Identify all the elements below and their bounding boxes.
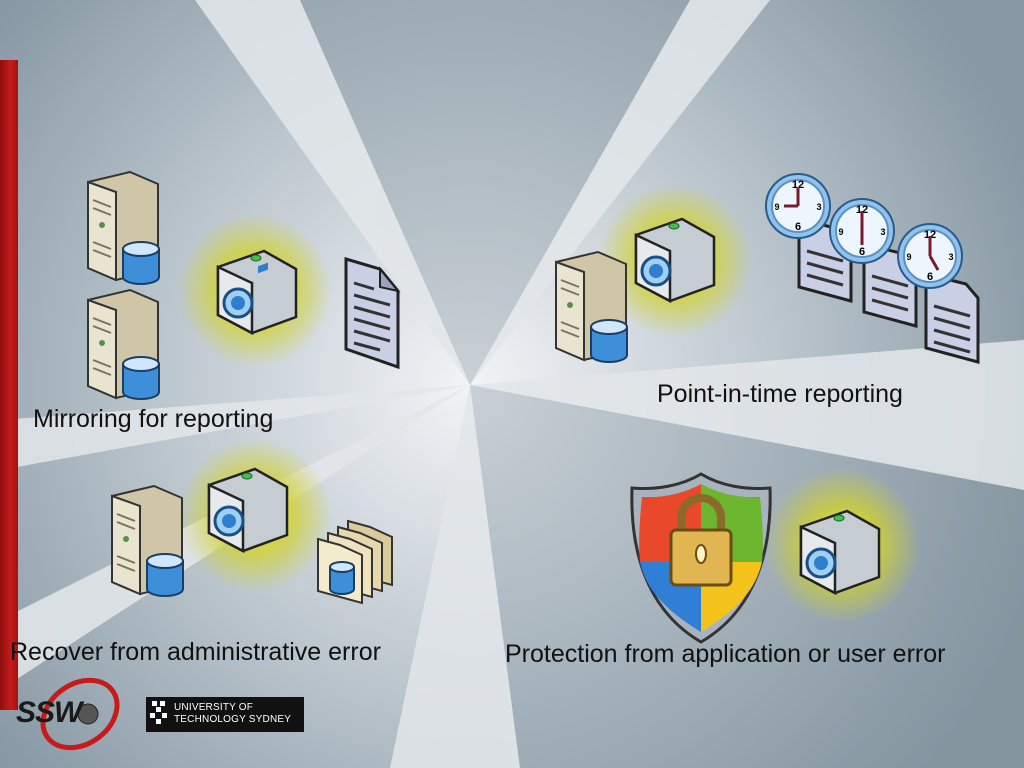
- camera-icon: [216, 249, 298, 336]
- caption-protection: Protection from application or user erro…: [505, 640, 946, 668]
- svg-text:9: 9: [906, 252, 911, 262]
- svg-text:3: 3: [816, 202, 821, 212]
- camera-icon: [207, 467, 289, 554]
- document-icon: [344, 256, 401, 370]
- document-icon: [924, 272, 980, 364]
- svg-text:6: 6: [859, 246, 865, 258]
- ssw-logo-text: SSW: [16, 696, 82, 729]
- caption-point-in-time: Point-in-time reporting: [657, 380, 903, 408]
- svg-text:12: 12: [792, 179, 804, 191]
- camera-icon: [799, 509, 881, 596]
- uts-logo-text: UNIVERSITY OF TECHNOLOGY SYDNEY: [174, 702, 291, 726]
- camera-icon: [634, 217, 716, 304]
- svg-text:6: 6: [927, 271, 933, 283]
- uts-line-1: UNIVERSITY OF: [174, 702, 254, 713]
- ssw-swoosh-icon: [40, 677, 120, 751]
- shield-lock-icon: [630, 472, 772, 644]
- svg-text:9: 9: [774, 202, 779, 212]
- database-icon: [122, 356, 160, 400]
- svg-text:9: 9: [838, 227, 843, 237]
- uts-logo: UNIVERSITY OF TECHNOLOGY SYDNEY: [146, 697, 304, 732]
- ssw-logo: SSW: [10, 672, 125, 752]
- red-accent-bar: [0, 60, 18, 710]
- caption-recover: Recover from administrative error: [10, 638, 381, 666]
- clock-icon: 12 3 6 9: [829, 198, 895, 264]
- database-icon: [146, 553, 184, 597]
- database-icon: [122, 241, 160, 285]
- uts-crest-icon: [150, 701, 167, 724]
- database-icon: [590, 319, 628, 363]
- svg-text:12: 12: [856, 204, 868, 216]
- uts-line-2: TECHNOLOGY SYDNEY: [174, 714, 292, 725]
- clock-icon: 12 3 6 9: [897, 223, 963, 289]
- svg-text:3: 3: [880, 227, 885, 237]
- svg-text:12: 12: [924, 229, 936, 241]
- clock-icon: 12 3 6 9: [765, 173, 831, 239]
- folder-stack-icon: [317, 519, 393, 605]
- svg-text:6: 6: [795, 221, 801, 233]
- caption-mirroring: Mirroring for reporting: [33, 405, 274, 433]
- svg-text:3: 3: [948, 252, 953, 262]
